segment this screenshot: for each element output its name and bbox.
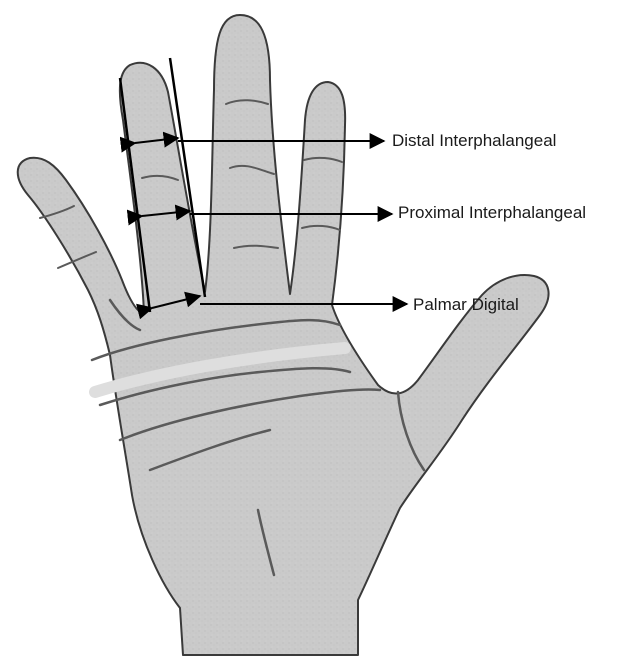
label-palmar-digital: Palmar Digital	[413, 295, 519, 315]
label-distal-interphalangeal: Distal Interphalangeal	[392, 131, 556, 151]
hand-outline	[18, 15, 549, 655]
label-proximal-interphalangeal: Proximal Interphalangeal	[398, 203, 586, 223]
